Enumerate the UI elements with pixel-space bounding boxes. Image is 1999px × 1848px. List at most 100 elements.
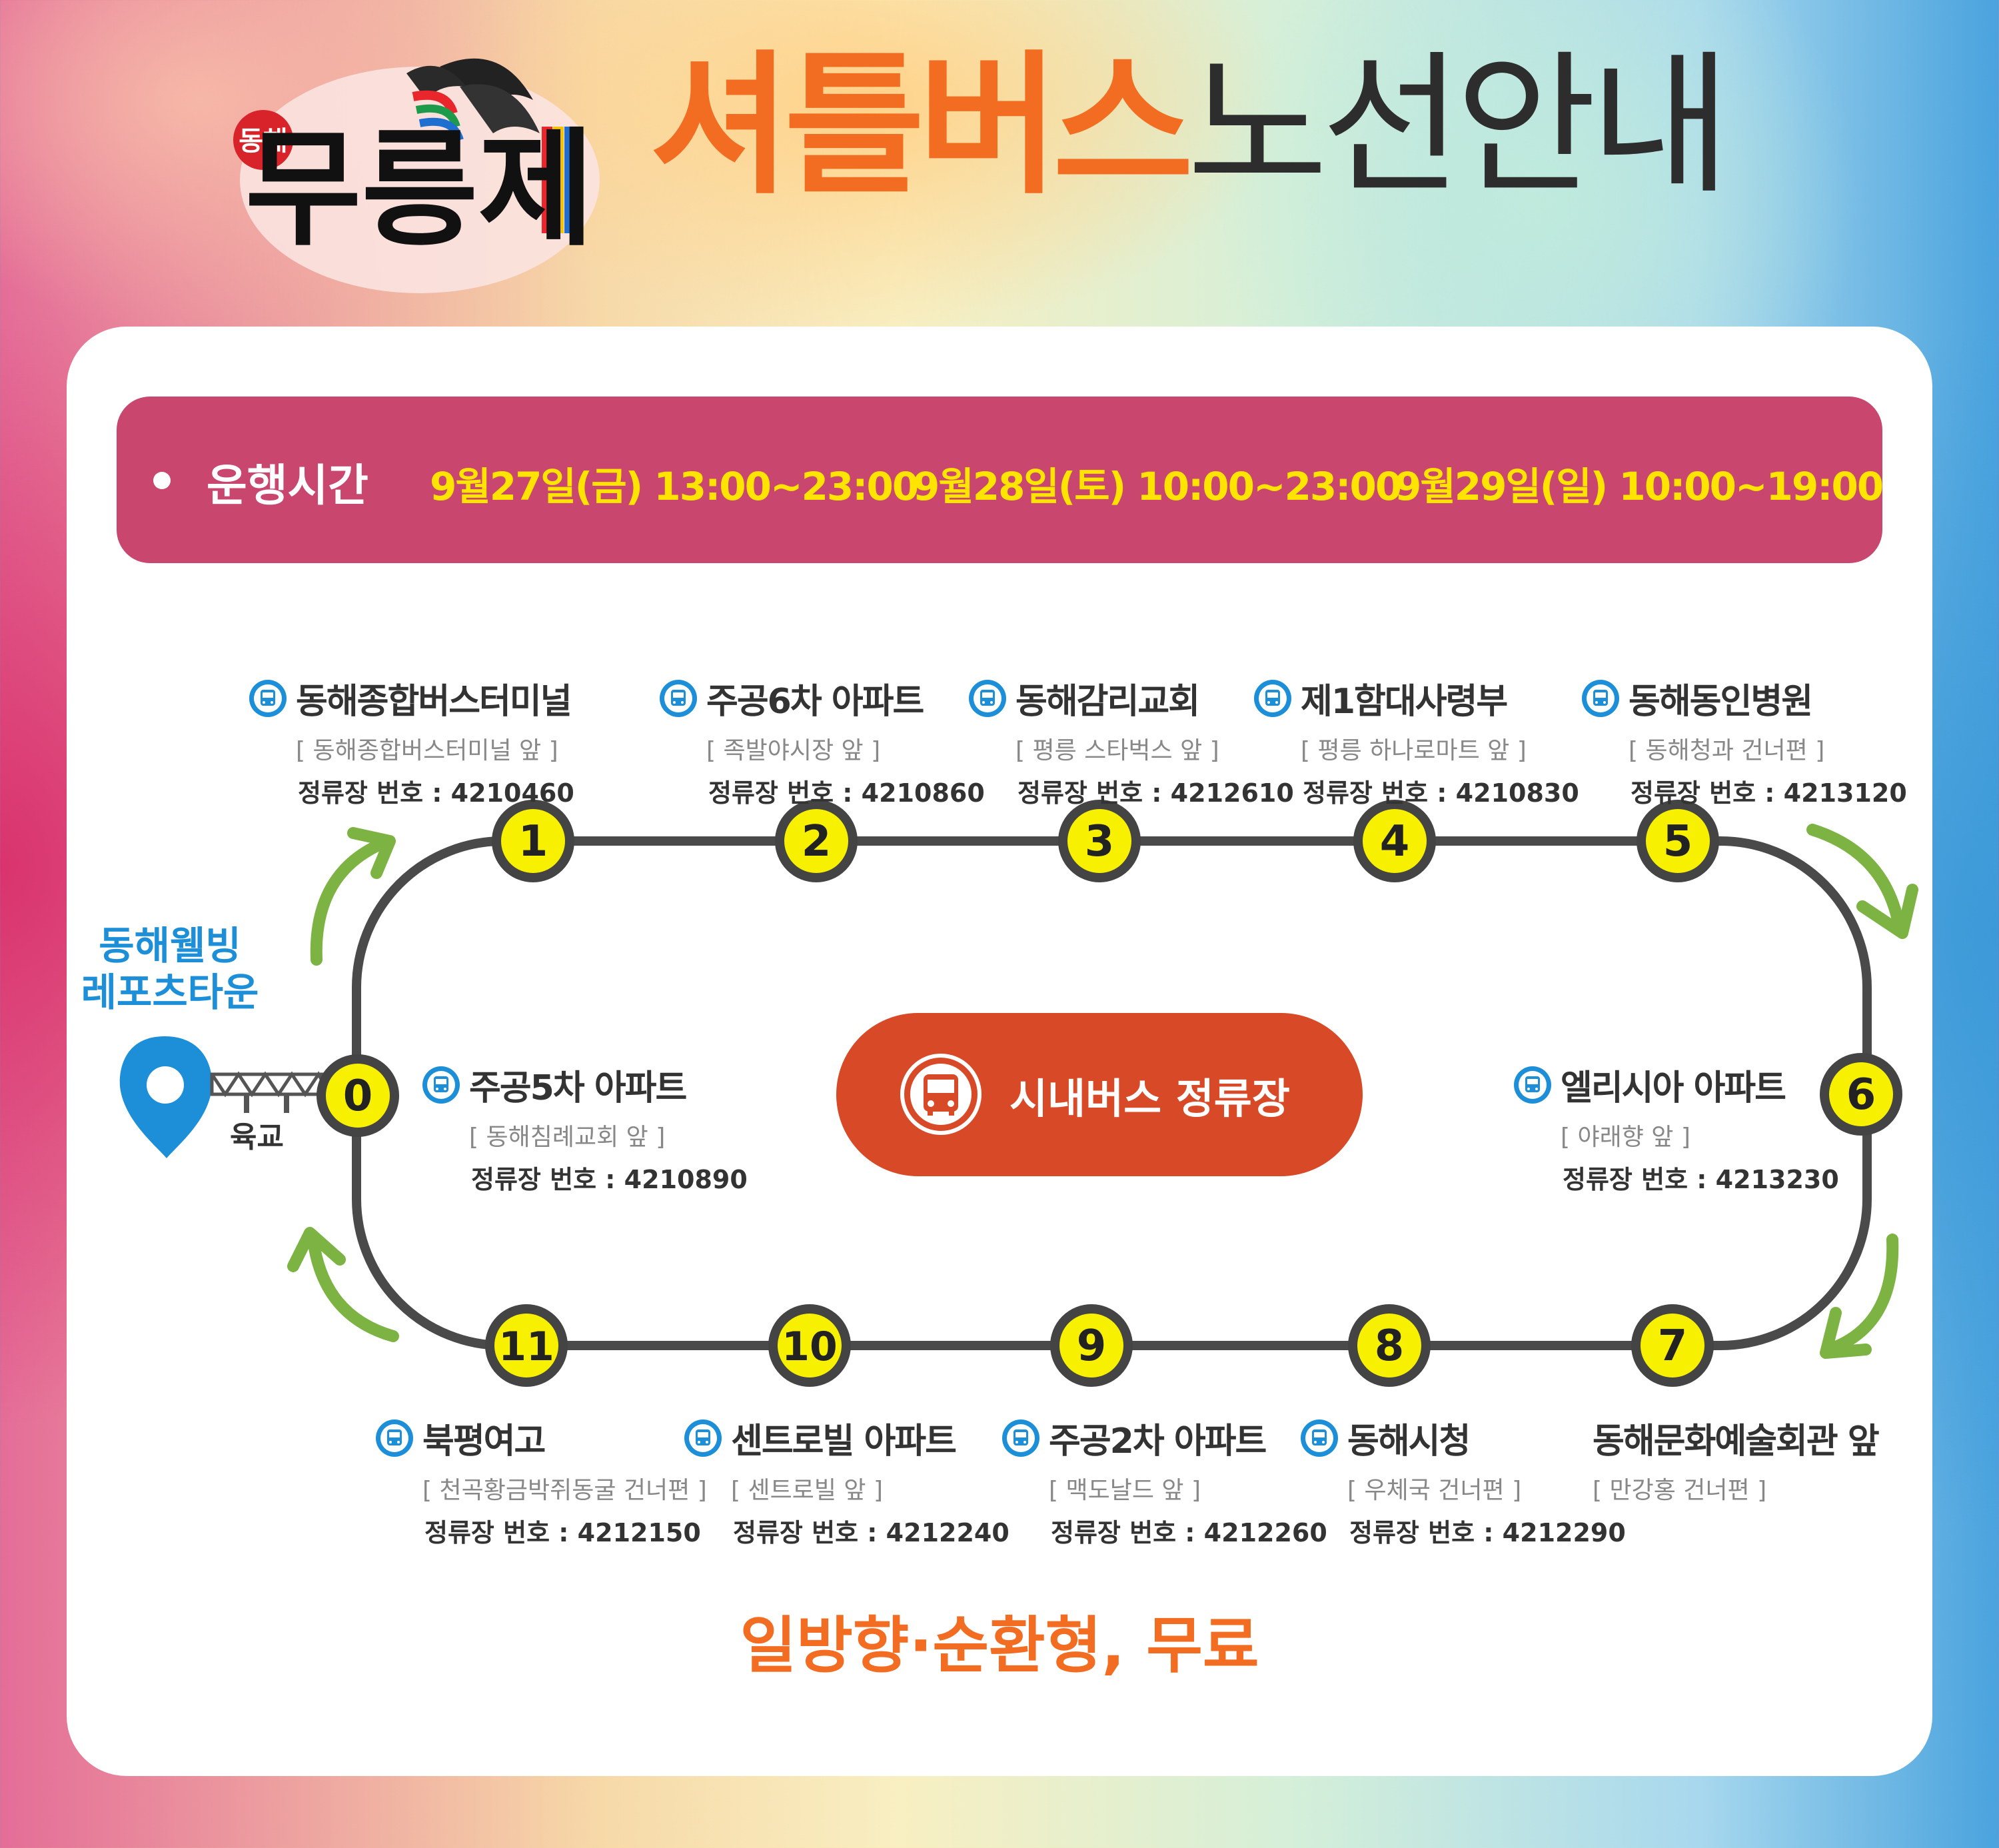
stop-landmark: [ 우체국 건너편 ] [1347,1477,1522,1504]
direction-arrow-bottom-right [1823,1234,1899,1356]
logo-text-small: 동해 [239,126,288,157]
start-label-line2: 레포츠타운 [81,969,259,1015]
stop-name: 동해시청 [1347,1421,1471,1461]
stop-info-2: 주공6차 아파트 [ 족발야시장 앞 ] 정류장 번호 : 4210860 [658,673,1085,809]
stop-info-1: 동해종합버스터미널 [ 동해종합버스터미널 앞 ] 정류장 번호 : 42104… [248,673,674,809]
stop-name: 동해종합버스터미널 [296,682,572,722]
stop-landmark: [ 천곡황금박쥐동굴 건너편 ] [422,1477,707,1504]
stop-name: 동해감리교회 [1015,682,1200,722]
schedule-day2: 9월28일(토) 10:00~23:00 [913,464,1402,509]
direction-arrow-bottom-left [307,1234,399,1342]
footer-note: 일방향·순환형, 무료 [740,1610,1259,1681]
stop-landmark: [ 야래향 앞 ] [1561,1124,1690,1151]
operating-hours-bar: 운행시간 9월27일(금) 13:00~23:00 9월28일(토) 10:00… [117,397,1884,563]
stop-landmark: [ 평릉 하나로마트 앞 ] [1301,737,1527,764]
stop-landmark: [ 평릉 스타벅스 앞 ] [1015,737,1219,764]
city-bus-stop-label: 시내버스 정류장 [1009,1074,1290,1123]
bus-stop-icon [422,1066,460,1104]
stop-number: 정류장 번호 : 4210460 [298,778,574,808]
bus-stop-icon [1301,1419,1338,1457]
stop-landmark: [ 동해종합버스터미널 앞 ] [296,737,558,764]
stop-marker-10[interactable]: 10 [768,1304,851,1387]
stop-info-7: 동해문화예술회관 앞 [ 만강홍 건너편 ] [1593,1413,1999,1505]
stop-marker-2[interactable]: 2 [775,800,858,882]
stop-marker-3[interactable]: 3 [1058,800,1141,882]
stop-number: 정류장 번호 : 4212290 [1349,1518,1626,1547]
stop-name: 주공2차 아파트 [1049,1421,1267,1461]
title-rest: 노선안내 [1187,37,1730,215]
stop-name: 동해문화예술회관 앞 [1593,1421,1880,1461]
stop-number: 정류장 번호 : 4212610 [1017,778,1294,808]
stop-marker-label: 2 [802,817,832,866]
stop-landmark: [ 센트로빌 앞 ] [731,1477,884,1504]
stop-marker-7[interactable]: 7 [1631,1304,1714,1387]
stop-info-9: 주공2차 아파트 [ 맥도날드 앞 ] 정류장 번호 : 4212260 [1001,1413,1427,1549]
direction-arrow-head [287,1227,346,1272]
direction-arrow-top-left [310,837,389,966]
stop-landmark: [ 만강홍 건너편 ] [1593,1477,1767,1504]
direction-arrow-top-right [1806,824,1905,932]
stop-info-11: 북평여고 [ 천곡황금박쥐동굴 건너편 ] 정류장 번호 : 4212150 [374,1413,801,1549]
bus-stop-icon [1582,679,1619,717]
stop-number: 정류장 번호 : 4212150 [424,1518,701,1547]
stop-landmark: [ 동해침례교회 앞 ] [469,1124,666,1151]
stop-marker-label: 5 [1663,817,1693,866]
city-bus-stop-button[interactable]: 시내버스 정류장 [836,1013,1363,1176]
stop-name: 북평여고 [422,1421,546,1461]
stop-marker-8[interactable]: 8 [1348,1304,1431,1387]
stop-marker-label: 0 [343,1072,373,1121]
stop-number: 정류장 번호 : 4212260 [1051,1518,1327,1547]
stop-marker-label: 4 [1380,817,1410,866]
start-location-pin [119,1036,213,1158]
bridge-label: 육교 [230,1120,284,1154]
stop-info-5: 동해동인병원 [ 동해청과 건너편 ] 정류장 번호 : 4213120 [1581,673,1999,809]
stop-marker-label: 1 [518,817,548,866]
stop-marker-label: 7 [1658,1322,1688,1371]
stop-marker-label: 9 [1077,1322,1107,1371]
direction-arrow-head [1820,1307,1872,1359]
stop-marker-label: 10 [782,1324,838,1370]
bus-stop-icon [1514,1066,1551,1104]
stop-name: 주공5차 아파트 [469,1068,687,1108]
bus-stop-icon [660,679,697,717]
stop-name: 동해동인병원 [1629,682,1813,722]
stop-marker-label: 6 [1846,1070,1876,1120]
schedule-day1: 9월27일(금) 13:00~23:00 [430,464,919,509]
stop-marker-1[interactable]: 1 [492,800,574,882]
start-location-label: 동해웰빙 레포츠타운 [70,923,270,1016]
bus-stop-icon [1002,1419,1039,1457]
stop-marker-0[interactable]: 0 [317,1054,399,1137]
bus-stop-icon [684,1419,722,1457]
bus-stop-icon [969,679,1006,717]
stop-info-10: 센트로빌 아파트 [ 센트로빌 앞 ] 정류장 번호 : 4212240 [683,1413,1109,1549]
bridge-icon [210,1071,327,1113]
stop-landmark: [ 동해청과 건너편 ] [1629,737,1825,764]
bus-stop-icon [249,679,287,717]
direction-arrow-head [1856,884,1918,939]
stop-name: 엘리시아 아파트 [1561,1068,1786,1108]
stop-number: 정류장 번호 : 4210860 [708,778,985,808]
page-title: 셔틀버스노선안내 [650,50,1731,203]
bullet-icon [153,472,171,489]
stop-marker-4[interactable]: 4 [1353,800,1436,882]
stop-name: 센트로빌 아파트 [731,1421,957,1461]
stop-name: 주공6차 아파트 [706,682,924,722]
stop-marker-9[interactable]: 9 [1050,1304,1133,1387]
stop-marker-6[interactable]: 6 [1820,1053,1902,1136]
stop-landmark: [ 족발야시장 앞 ] [706,737,881,764]
start-label-line1: 동해웰빙 [99,923,241,968]
stop-name: 제1함대사령부 [1301,682,1508,722]
stop-marker-11[interactable]: 11 [485,1304,568,1387]
stop-info-4: 제1함대사령부 [ 평릉 하나로마트 앞 ] 정류장 번호 : 4210830 [1253,673,1679,809]
stop-info-6: 엘리시아 아파트 [ 야래향 앞 ] 정류장 번호 : 4213230 [1513,1060,1939,1196]
stop-number: 정류장 번호 : 4213120 [1631,778,1907,808]
stop-number: 정류장 번호 : 4210890 [471,1165,748,1194]
stop-number: 정류장 번호 : 4212240 [733,1518,1009,1547]
hours-label: 운행시간 [207,460,368,511]
stop-landmark: [ 맥도날드 앞 ] [1049,1477,1201,1504]
bus-stop-icon [1254,679,1291,717]
logo-text-main: 무릉제 [245,115,594,263]
stop-marker-5[interactable]: 5 [1637,800,1719,882]
logo-fan-graphic [406,58,575,233]
